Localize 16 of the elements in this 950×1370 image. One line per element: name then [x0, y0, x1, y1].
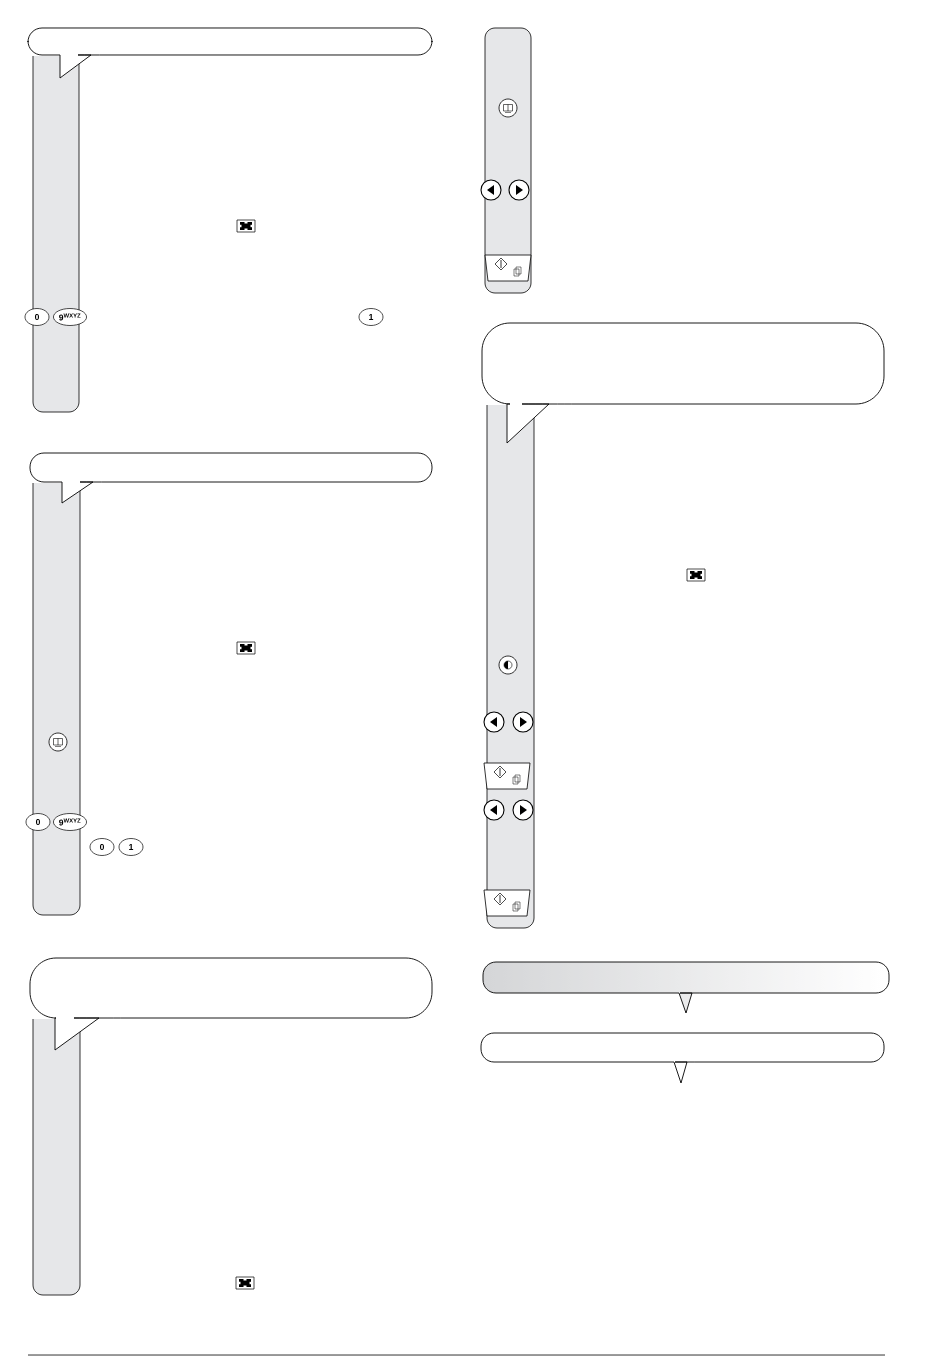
- sidebar: [32, 55, 80, 413]
- speech-bubble: [480, 1032, 885, 1084]
- speech-bubble: [29, 452, 433, 504]
- key-button: 9$^{WXYZ}$: [53, 813, 87, 831]
- key-button: 9$^{WXYZ}$: [53, 308, 87, 326]
- sidebar: [32, 1018, 81, 1296]
- speech-bubble: [29, 957, 433, 1051]
- sidebar: [32, 482, 81, 916]
- speech-bubble: [27, 27, 433, 79]
- key-button: 1: [118, 838, 144, 856]
- key-button: 0: [89, 838, 115, 856]
- heading-band: [482, 961, 890, 1014]
- key-button: 0: [25, 813, 51, 831]
- key-button: 0: [24, 308, 50, 326]
- speech-bubble: [481, 322, 885, 444]
- key-button: 1: [358, 308, 384, 326]
